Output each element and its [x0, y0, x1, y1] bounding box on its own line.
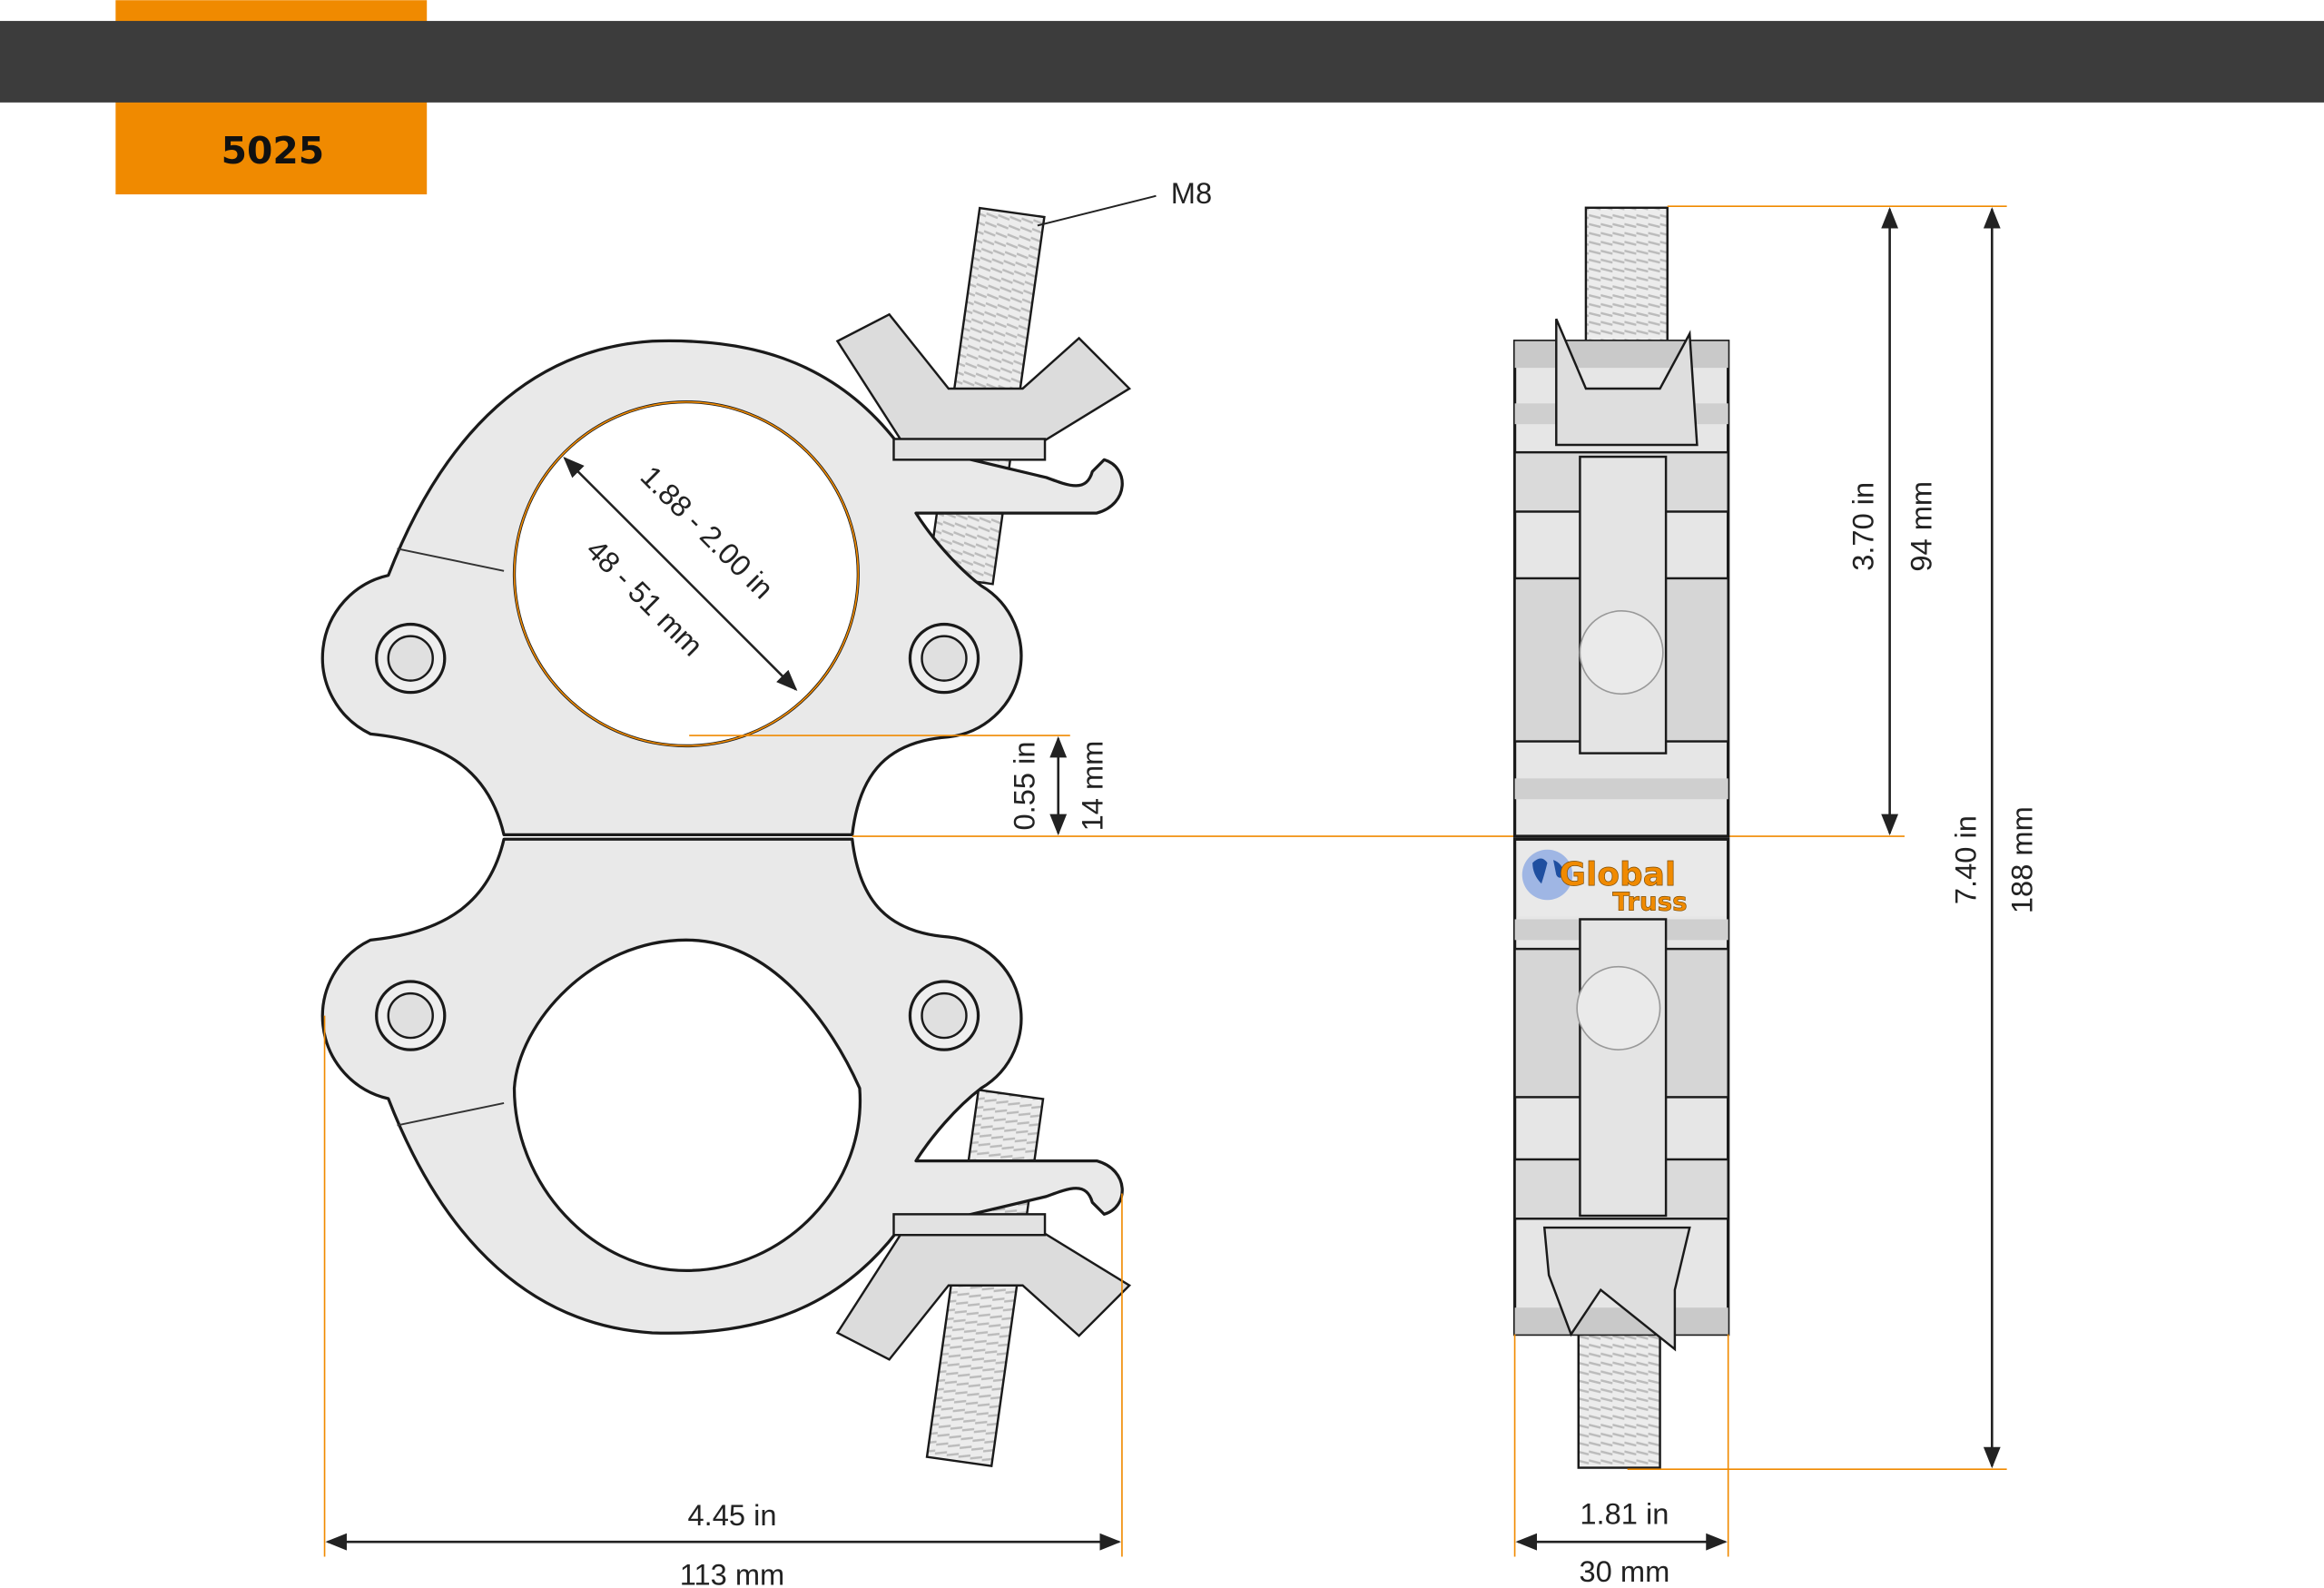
tube-diameter-dim — [563, 457, 798, 692]
lower-washer — [892, 1213, 1047, 1237]
gap-mm: 14 mm — [1076, 741, 1109, 832]
lower-hinge-seam — [397, 1101, 505, 1127]
side-wing-nut-top — [1555, 318, 1699, 447]
header-bar — [0, 21, 2324, 103]
height-mm: 188 mm — [2004, 806, 2038, 913]
depth-in: 1.81 in — [1580, 1497, 1669, 1531]
gap-in: 0.55 in — [1008, 742, 1041, 831]
width-in: 4.45 in — [688, 1498, 777, 1532]
pin-upper-right — [908, 622, 980, 695]
pin-lower-right — [908, 980, 980, 1051]
tube-hole-outline — [513, 400, 860, 747]
upper-washer — [892, 438, 1047, 461]
side-wing-nut-bottom — [1542, 1226, 1691, 1352]
clamp-side-view: Global Truss — [1512, 206, 1730, 1469]
side-lower-block — [1512, 837, 1730, 1336]
tube-hole-upper — [512, 400, 860, 748]
depth-mm: 30 mm — [1580, 1554, 1670, 1588]
tube-hole-lower — [512, 938, 862, 1273]
svg-text:Truss: Truss — [1612, 887, 1687, 917]
model-number: 5025 — [222, 129, 325, 173]
thread-label: M8 — [1171, 176, 1212, 210]
width-mm: 113 mm — [680, 1558, 784, 1588]
global-truss-logo: Global Truss — [1517, 842, 1726, 917]
half-height-in: 3.70 in — [1846, 482, 1880, 571]
svg-text:Global: Global — [1560, 856, 1677, 893]
side-upper-block — [1512, 340, 1730, 838]
height-in: 7.40 in — [1948, 815, 1982, 904]
half-height-mm: 94 mm — [1904, 481, 1937, 572]
upper-hinge-seam — [397, 547, 505, 572]
pin-lower-left — [375, 980, 447, 1051]
thread-leader — [1037, 194, 1157, 227]
lower-clamp-half — [320, 837, 1132, 1467]
pin-upper-left — [375, 622, 447, 695]
